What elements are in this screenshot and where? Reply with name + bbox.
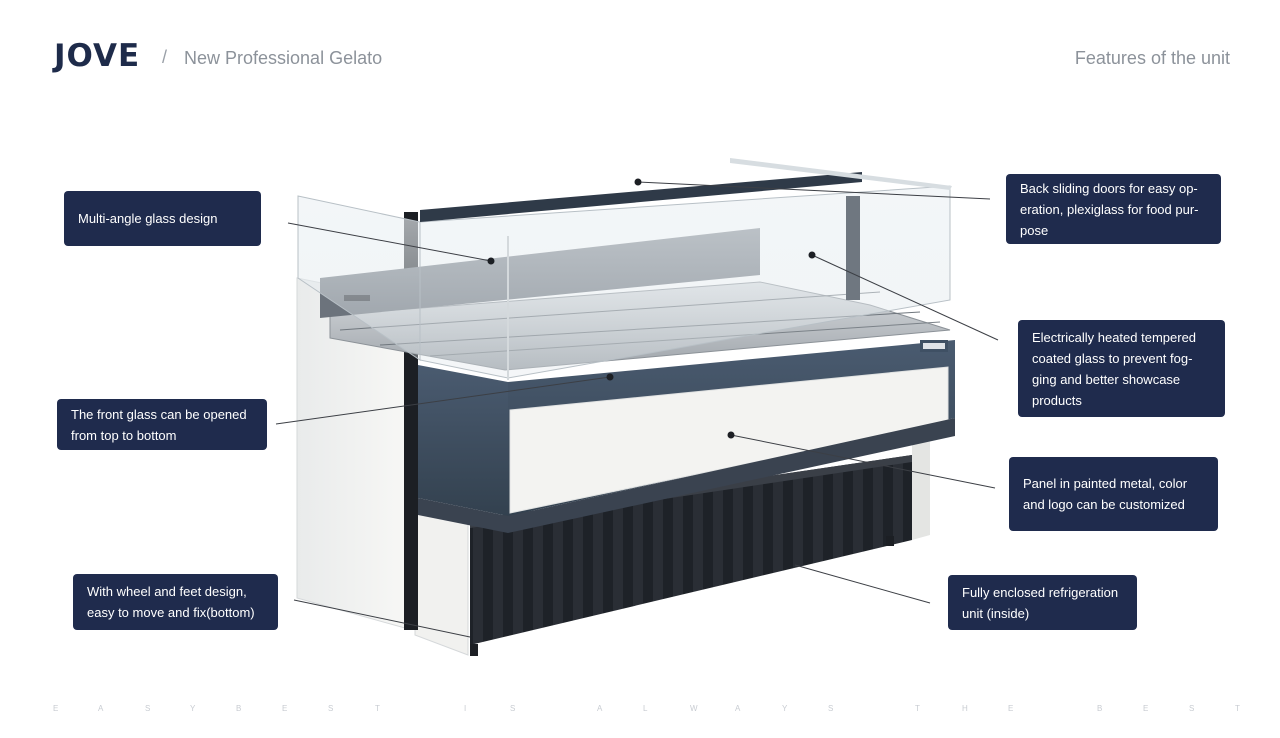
slogan-letter: B (236, 704, 242, 713)
slogan-letter: S (145, 704, 151, 713)
callout-heated-glass: Electrically heated tempered coated glas… (1018, 320, 1225, 417)
rear-post (846, 196, 860, 300)
slogan-letter: E (282, 704, 288, 713)
cabinet-blue-side (418, 365, 508, 516)
slogan-letter: E (53, 704, 59, 713)
slogan-letter: A (597, 704, 603, 713)
brand-logo: JOVE (54, 38, 141, 74)
callout-multi-angle-glass: Multi-angle glass design (64, 191, 261, 246)
slogan-letter: A (735, 704, 741, 713)
callout-front-glass: The front glass can be opened from top t… (57, 399, 267, 450)
foot-right (886, 536, 894, 546)
callout-text: Back sliding doors for easy op-eration, … (1020, 180, 1199, 238)
slogan-letter: A (98, 704, 104, 713)
slogan-letter: S (510, 704, 516, 713)
bottom-ledge (418, 418, 955, 533)
foot-left (470, 644, 478, 656)
slogan-letter: T (375, 704, 380, 713)
callout-text: Fully enclosed refrigeration unit (insid… (962, 584, 1119, 621)
callout-text: Electrically heated tempered coated glas… (1032, 329, 1197, 408)
slogan-letter: W (690, 704, 698, 713)
section-title: Features of the unit (1074, 48, 1230, 68)
slogan-letter: B (1097, 704, 1103, 713)
slogan-letter: Y (782, 704, 788, 713)
callout-text: Multi-angle glass design (78, 211, 218, 226)
page-subtitle: New Professional Gelato (184, 48, 383, 68)
title-separator: / (162, 47, 168, 67)
callout-sliding-doors: Back sliding doors for easy op-eration, … (1006, 174, 1221, 244)
callout-text: Panel in painted metal, color and logo c… (1023, 476, 1188, 512)
slogan-letter: S (828, 704, 834, 713)
leader-dots (487, 178, 816, 439)
glass-canopy (297, 158, 952, 380)
callout-painted-panel: Panel in painted metal, color and logo c… (1009, 457, 1218, 531)
slogan-letter: I (464, 704, 467, 713)
callout-text: With wheel and feet design, easy to move… (87, 584, 255, 620)
slogan-letter: E (1143, 704, 1149, 713)
slogan-letter: T (1235, 704, 1240, 713)
slogan-letter: H (962, 704, 968, 713)
callout-wheel-feet: With wheel and feet design, easy to move… (73, 574, 278, 630)
callout-text: The front glass can be opened from top t… (71, 406, 247, 443)
brand-plate-logo (923, 343, 945, 349)
slogan-letter: S (1189, 704, 1195, 713)
slogan-letter: L (643, 704, 648, 713)
slogan-letter: E (1008, 704, 1014, 713)
leader-lines (275, 181, 999, 638)
callout-refrigeration-unit: Fully enclosed refrigeration unit (insid… (948, 575, 1137, 630)
slogan-letter: S (328, 704, 334, 713)
slogan-letter: T (915, 704, 920, 713)
slogan-letter: Y (190, 704, 196, 713)
